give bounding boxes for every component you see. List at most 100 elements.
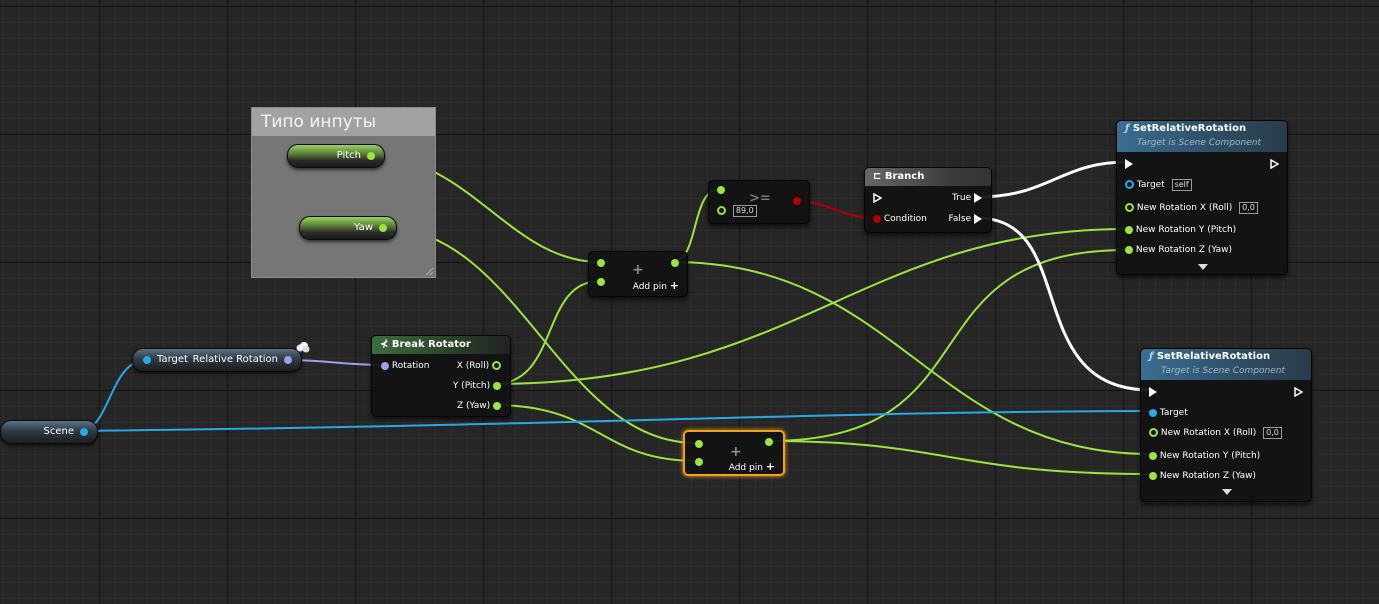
get-relative-rotation-node[interactable]: Target Relative Rotation xyxy=(132,348,302,372)
condition-input-row[interactable]: Condition xyxy=(873,213,927,225)
target-input-pin[interactable] xyxy=(143,356,151,364)
wire-add1-set2y xyxy=(671,261,1152,455)
function-icon: ƒ xyxy=(1125,123,1130,134)
wire-add2-set2z xyxy=(767,440,1152,475)
compare-node[interactable]: 89,0 >= xyxy=(708,180,810,224)
set1-exec-input-pin[interactable] xyxy=(1125,159,1133,169)
z-yaw-label: Z (Yaw) xyxy=(456,401,491,411)
branch-title: Branch xyxy=(884,171,925,182)
set1-exec-output-pin[interactable] xyxy=(1270,159,1279,169)
set-rotation-1-header: ƒ SetRelativeRotation Target is Scene Co… xyxy=(1117,121,1287,152)
set2-y-label: New Rotation Y (Pitch) xyxy=(1159,451,1261,461)
yaw-variable-node[interactable]: Yaw xyxy=(299,216,397,240)
set1-target-row[interactable]: Target self xyxy=(1125,179,1192,191)
scene-variable-node[interactable]: Scene xyxy=(0,420,98,444)
add1-input-b-pin[interactable] xyxy=(597,278,605,286)
x-roll-output-pin[interactable] xyxy=(492,361,501,370)
add-node-2[interactable]: + Add pin + xyxy=(683,430,785,476)
resize-grip-icon[interactable] xyxy=(424,266,433,275)
set2-z-row[interactable]: New Rotation Z (Yaw) xyxy=(1149,470,1256,482)
condition-input-pin[interactable] xyxy=(873,214,881,223)
set2-z-pin[interactable] xyxy=(1149,471,1157,480)
false-output-row[interactable]: False xyxy=(949,213,982,225)
branch-node[interactable]: ⊏ Branch Condition True False xyxy=(864,167,992,233)
set1-z-pin[interactable] xyxy=(1125,245,1133,254)
add2-input-b-pin[interactable] xyxy=(695,458,703,466)
z-yaw-output-pin[interactable] xyxy=(493,401,501,410)
wire-scene-set2 xyxy=(79,410,1152,432)
compare-output-pin[interactable] xyxy=(793,197,801,205)
add1-input-a-pin[interactable] xyxy=(597,259,605,267)
comment-box[interactable]: Типо инпуты xyxy=(251,107,436,278)
set1-x-row[interactable]: New Rotation X (Roll) 0,0 xyxy=(1125,202,1258,214)
cloud-icon xyxy=(296,338,310,353)
set1-x-pin[interactable] xyxy=(1125,203,1134,212)
compare-input-b-pin[interactable] xyxy=(717,206,726,215)
scene-output-pin[interactable] xyxy=(80,428,88,436)
comment-title: Типо инпуты xyxy=(252,108,435,136)
true-output-row[interactable]: True xyxy=(952,192,982,204)
set-relative-rotation-node-1[interactable]: ƒ SetRelativeRotation Target is Scene Co… xyxy=(1116,120,1288,275)
rotation-label: Rotation xyxy=(391,361,430,371)
branch-header: ⊏ Branch xyxy=(865,168,991,186)
rotation-input-row[interactable]: Rotation xyxy=(381,360,430,372)
function-icon-2: ƒ xyxy=(1149,351,1154,362)
y-pitch-output-pin[interactable] xyxy=(493,381,501,390)
set-relative-rotation-node-2[interactable]: ƒ SetRelativeRotation Target is Scene Co… xyxy=(1140,348,1312,502)
set1-x-field[interactable]: 0,0 xyxy=(1239,202,1258,214)
yaw-output-pin[interactable] xyxy=(379,224,387,232)
pitch-variable-node[interactable]: Pitch xyxy=(287,144,385,168)
set1-target-pin[interactable] xyxy=(1125,180,1134,189)
set2-x-field[interactable]: 0,0 xyxy=(1263,427,1282,439)
set2-x-pin[interactable] xyxy=(1149,428,1158,437)
set-rotation-2-subtitle: Target is Scene Component xyxy=(1161,366,1286,376)
rotation-input-pin[interactable] xyxy=(381,361,389,370)
y-pitch-label: Y (Pitch) xyxy=(452,381,491,391)
set2-exec-output-pin[interactable] xyxy=(1294,387,1303,397)
set2-y-row[interactable]: New Rotation Y (Pitch) xyxy=(1149,450,1260,462)
expand-chevron-down-icon[interactable] xyxy=(1198,264,1208,270)
set2-x-label: New Rotation X (Roll) xyxy=(1160,428,1257,438)
pitch-output-pin[interactable] xyxy=(367,152,375,160)
add2-input-a-pin[interactable] xyxy=(695,440,703,448)
set1-y-row[interactable]: New Rotation Y (Pitch) xyxy=(1125,224,1236,236)
add2-add-pin-button[interactable]: Add pin + xyxy=(729,461,775,474)
pitch-label: Pitch xyxy=(336,150,361,161)
set1-target-field[interactable]: self xyxy=(1171,179,1192,191)
set2-z-label: New Rotation Z (Yaw) xyxy=(1159,471,1257,481)
yaw-label: Yaw xyxy=(353,222,373,233)
break-rotator-node[interactable]: ⊀ Break Rotator Rotation X (Roll) Y (Pit… xyxy=(371,335,511,417)
relative-rotation-output-pin[interactable] xyxy=(284,356,292,364)
set-rotation-1-title: SetRelativeRotation xyxy=(1132,123,1247,134)
add2-output-pin[interactable] xyxy=(765,438,773,446)
add1-output-pin[interactable] xyxy=(671,259,679,267)
false-exec-pin[interactable] xyxy=(974,213,982,224)
set2-x-row[interactable]: New Rotation X (Roll) 0,0 xyxy=(1149,427,1282,439)
set2-target-pin[interactable] xyxy=(1149,408,1157,417)
scene-label: Scene xyxy=(43,426,75,437)
break-rotator-title: Break Rotator xyxy=(391,339,471,350)
set2-target-row[interactable]: Target xyxy=(1149,407,1188,419)
set1-y-label: New Rotation Y (Pitch) xyxy=(1135,225,1237,235)
y-pitch-output-row[interactable]: Y (Pitch) xyxy=(453,380,501,392)
wire-z-add2 xyxy=(493,404,698,462)
wire-y-add1 xyxy=(493,280,601,385)
compare-operator-icon: >= xyxy=(749,191,771,206)
z-yaw-output-row[interactable]: Z (Yaw) xyxy=(457,400,501,412)
x-roll-label: X (Roll) xyxy=(456,361,490,371)
set1-y-pin[interactable] xyxy=(1125,225,1133,234)
expand-chevron-down-icon-2[interactable] xyxy=(1222,489,1232,495)
x-roll-output-row[interactable]: X (Roll) xyxy=(457,360,501,372)
set1-x-label: New Rotation X (Roll) xyxy=(1136,203,1233,213)
add1-add-pin-button[interactable]: Add pin + xyxy=(633,280,679,293)
set-rotation-2-header: ƒ SetRelativeRotation Target is Scene Co… xyxy=(1141,349,1311,380)
set2-y-pin[interactable] xyxy=(1149,451,1157,460)
compare-input-a-pin[interactable] xyxy=(717,186,725,194)
compare-value-field[interactable]: 89,0 xyxy=(732,205,757,217)
set2-exec-input-pin[interactable] xyxy=(1149,387,1157,397)
set1-z-row[interactable]: New Rotation Z (Yaw) xyxy=(1125,244,1232,256)
branch-exec-input-pin[interactable] xyxy=(873,193,882,203)
add-node-1[interactable]: + Add pin + xyxy=(588,251,688,297)
compare-input-b-row[interactable]: 89,0 xyxy=(717,205,757,217)
true-exec-pin[interactable] xyxy=(974,192,982,203)
